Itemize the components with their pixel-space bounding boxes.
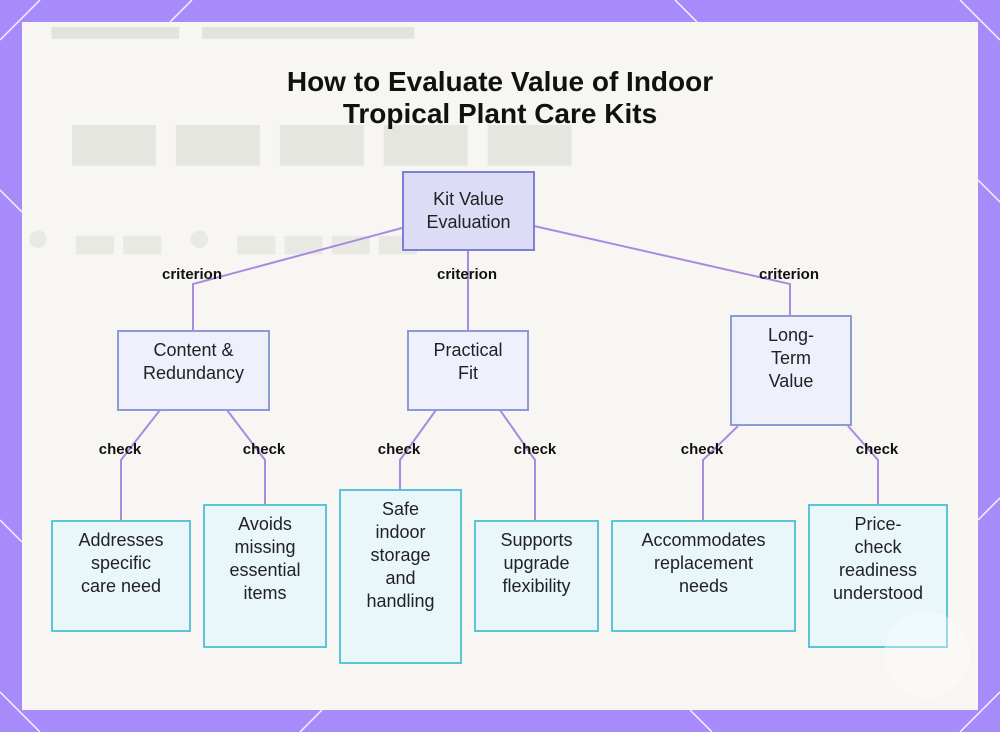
edge-label-check: check: [855, 441, 899, 458]
edge-longterm-price: [847, 425, 879, 504]
node-text: Long-: [767, 325, 815, 345]
edge-label-check: check: [98, 441, 142, 458]
node-text: handling: [366, 591, 435, 611]
node-text: flexibility: [502, 576, 571, 596]
edge-label-criterion: criterion: [436, 266, 498, 283]
corner-badge-icon: [884, 612, 970, 698]
edge-label-criterion: criterion: [161, 266, 223, 283]
title-line-1: How to Evaluate Value of Indoor: [286, 66, 714, 97]
node-kit-value-evaluation: Kit Value Evaluation: [402, 171, 535, 251]
edge-root-content: [192, 227, 403, 330]
node-text: Practical: [433, 340, 503, 360]
edge-label-criterion: criterion: [758, 266, 820, 283]
edge-label-check: check: [513, 441, 557, 458]
node-text: replacement: [653, 553, 754, 573]
edge-practical-supports: [499, 409, 536, 520]
node-accommodates-replacement-needs: Accommodates replacement needs: [611, 520, 796, 632]
node-text: understood: [832, 583, 924, 603]
node-text: Price-: [854, 514, 902, 534]
node-avoids-missing-essential-items: Avoids missing essential items: [203, 504, 327, 648]
node-addresses-specific-care-need: Addresses specific care need: [51, 520, 191, 632]
node-text: care need: [80, 576, 162, 596]
node-text: and: [385, 568, 416, 588]
node-long-term-value: Long- Term Value: [730, 315, 852, 426]
edge-practical-safe: [399, 409, 437, 489]
node-text: needs: [678, 576, 729, 596]
node-text: Avoids: [238, 514, 292, 534]
node-text: upgrade: [503, 553, 570, 573]
node-text: check: [854, 537, 902, 557]
node-supports-upgrade-flexibility: Supports upgrade flexibility: [474, 520, 599, 632]
node-text: Term: [771, 348, 811, 368]
node-text: specific: [90, 553, 152, 573]
edge-label-check: check: [377, 441, 421, 458]
node-price-check-readiness: Price- check readiness understood: [808, 504, 948, 648]
node-text: items: [243, 583, 287, 603]
background-watermark-1: ━━━ ━━━━━: [52, 22, 414, 74]
node-content-redundancy: Content & Redundancy: [117, 330, 270, 411]
node-text: Value: [768, 371, 814, 391]
diagram-title: How to Evaluate Value of Indoor Tropical…: [0, 66, 1000, 130]
edge-longterm-accommodates: [702, 425, 739, 520]
node-text: Evaluation: [426, 212, 511, 232]
node-text: Safe: [381, 499, 420, 519]
node-text: Addresses: [78, 530, 164, 550]
node-text: readiness: [838, 560, 918, 580]
node-text: missing: [234, 537, 296, 557]
edge-content-avoids: [226, 409, 266, 504]
node-text: indoor: [375, 522, 426, 542]
edge-label-check: check: [680, 441, 724, 458]
edge-label-check: check: [242, 441, 286, 458]
node-text: Supports: [500, 530, 573, 550]
node-safe-indoor-storage: Safe indoor storage and handling: [339, 489, 462, 664]
edge-content-addresses: [120, 409, 161, 520]
edge-root-longterm: [533, 225, 791, 315]
node-text: Accommodates: [641, 530, 766, 550]
node-text: Fit: [458, 363, 478, 383]
node-practical-fit: Practical Fit: [407, 330, 529, 411]
node-text: Kit Value: [433, 189, 504, 209]
title-line-2: Tropical Plant Care Kits: [342, 98, 658, 129]
node-text: Redundancy: [142, 363, 245, 383]
node-text: storage: [370, 545, 431, 565]
node-text: Content &: [153, 340, 234, 360]
node-text: essential: [229, 560, 301, 580]
